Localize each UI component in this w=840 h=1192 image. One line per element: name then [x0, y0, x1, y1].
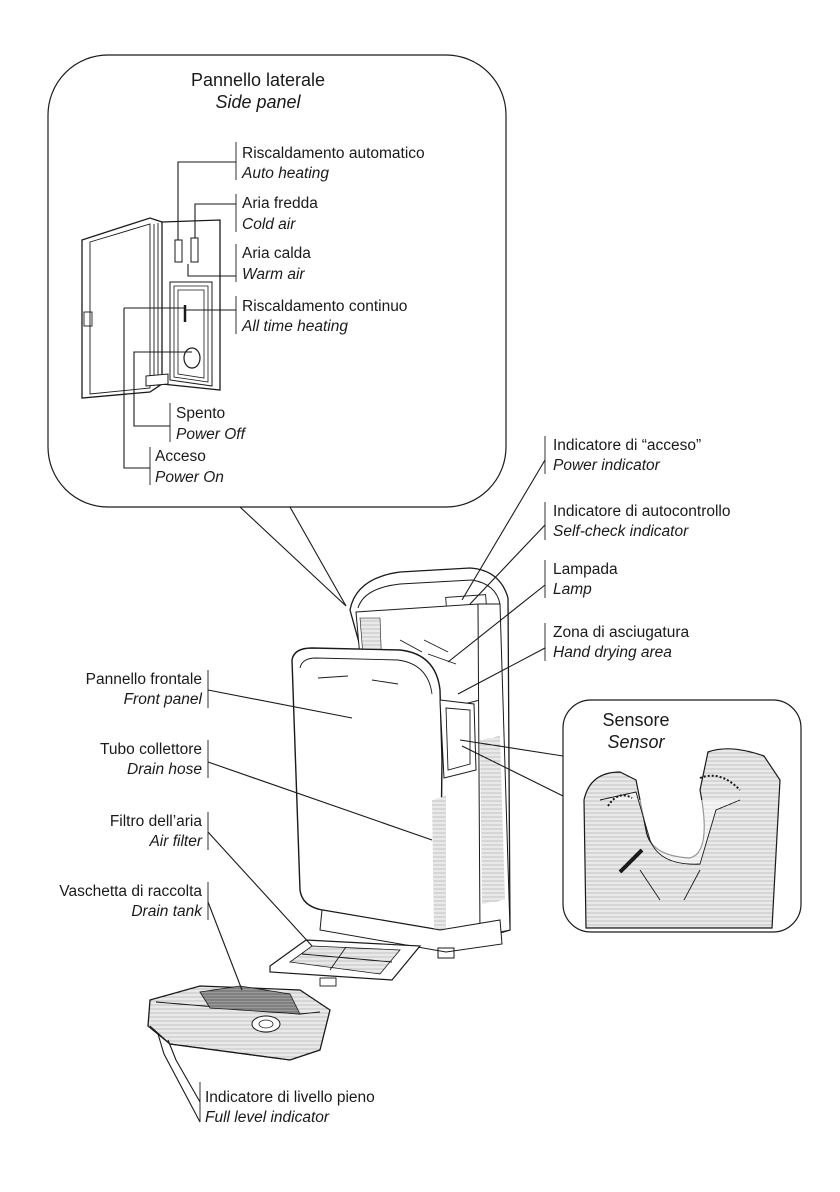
cold-air-label: Aria fredda: [242, 195, 318, 212]
front-panel-label-en: Front panel: [124, 691, 203, 708]
auto-heating-label-en: Auto heating: [241, 165, 329, 182]
auto-heating-label: Riscaldamento automatico: [242, 145, 425, 162]
power-indicator-label-en: Power indicator: [553, 457, 661, 474]
all-time-heating-label-en: All time heating: [241, 318, 348, 335]
callout-pointer-line: [461, 745, 564, 797]
side-panel-callout: Pannello laterale Side panel: [47, 54, 507, 607]
all-time-heating-label: Riscaldamento continuo: [242, 298, 407, 315]
drain-hose-label: Tubo collettore: [100, 741, 202, 758]
sensor-callout: Sensore Sensor: [459, 699, 802, 933]
hand-dryer-body: [291, 567, 511, 959]
power-off-label: Spento: [176, 405, 225, 422]
warm-air-label-en: Warm air: [242, 266, 305, 283]
power-indicator-label: Indicatore di “acceso”: [553, 437, 701, 454]
full-level-indicator-label: Indicatore di livello pieno: [205, 1089, 375, 1106]
sensor-window: [618, 848, 644, 874]
self-check-indicator-label-en: Self-check indicator: [553, 523, 689, 540]
sensor-title-en: Sensor: [607, 732, 665, 752]
side-panel-callout-box: [47, 54, 507, 508]
power-on-label-en: Power On: [155, 469, 224, 486]
air-filter-label: Filtro dell’aria: [110, 813, 203, 830]
right-labels: Indicatore di “acceso” Power indicator I…: [447, 436, 731, 695]
drain-tank-label: Vaschetta di raccolta: [59, 883, 202, 900]
sensor-title: Sensore: [602, 710, 669, 730]
power-off-label-en: Power Off: [176, 426, 247, 443]
full-level-indicator-label-en: Full level indicator: [205, 1109, 330, 1126]
hand-drying-area-label-en: Hand drying area: [553, 644, 672, 661]
hand-drying-area-label: Zona di asciugatura: [553, 624, 690, 641]
drain-tank-drawing: [147, 985, 331, 1061]
left-labels: Pannello frontale Front panel Tubo colle…: [59, 670, 433, 991]
callout-pointer-line: [289, 506, 347, 607]
front-panel-label: Pannello frontale: [86, 671, 202, 688]
drain-tank-label-en: Drain tank: [131, 903, 203, 920]
lamp-label-en: Lamp: [553, 581, 592, 598]
side-panel-title: Pannello laterale: [191, 70, 325, 90]
air-filter-label-en: Air filter: [148, 833, 202, 850]
air-filter-drawing: [269, 939, 422, 987]
bottom-label-group: Indicatore di livello pieno Full level i…: [157, 1033, 375, 1126]
warm-air-label: Aria calda: [242, 245, 311, 262]
self-check-indicator-label: Indicatore di autocontrollo: [553, 503, 731, 520]
drain-hose-label-en: Drain hose: [127, 761, 202, 778]
side-panel-drawing: [81, 217, 221, 399]
power-on-label: Acceso: [155, 448, 206, 465]
lamp-label: Lampada: [553, 561, 618, 578]
cold-air-label-en: Cold air: [242, 216, 296, 233]
callout-pointer-line: [459, 739, 564, 757]
callout-pointer-line: [239, 506, 347, 607]
side-panel-title-en: Side panel: [215, 92, 301, 112]
